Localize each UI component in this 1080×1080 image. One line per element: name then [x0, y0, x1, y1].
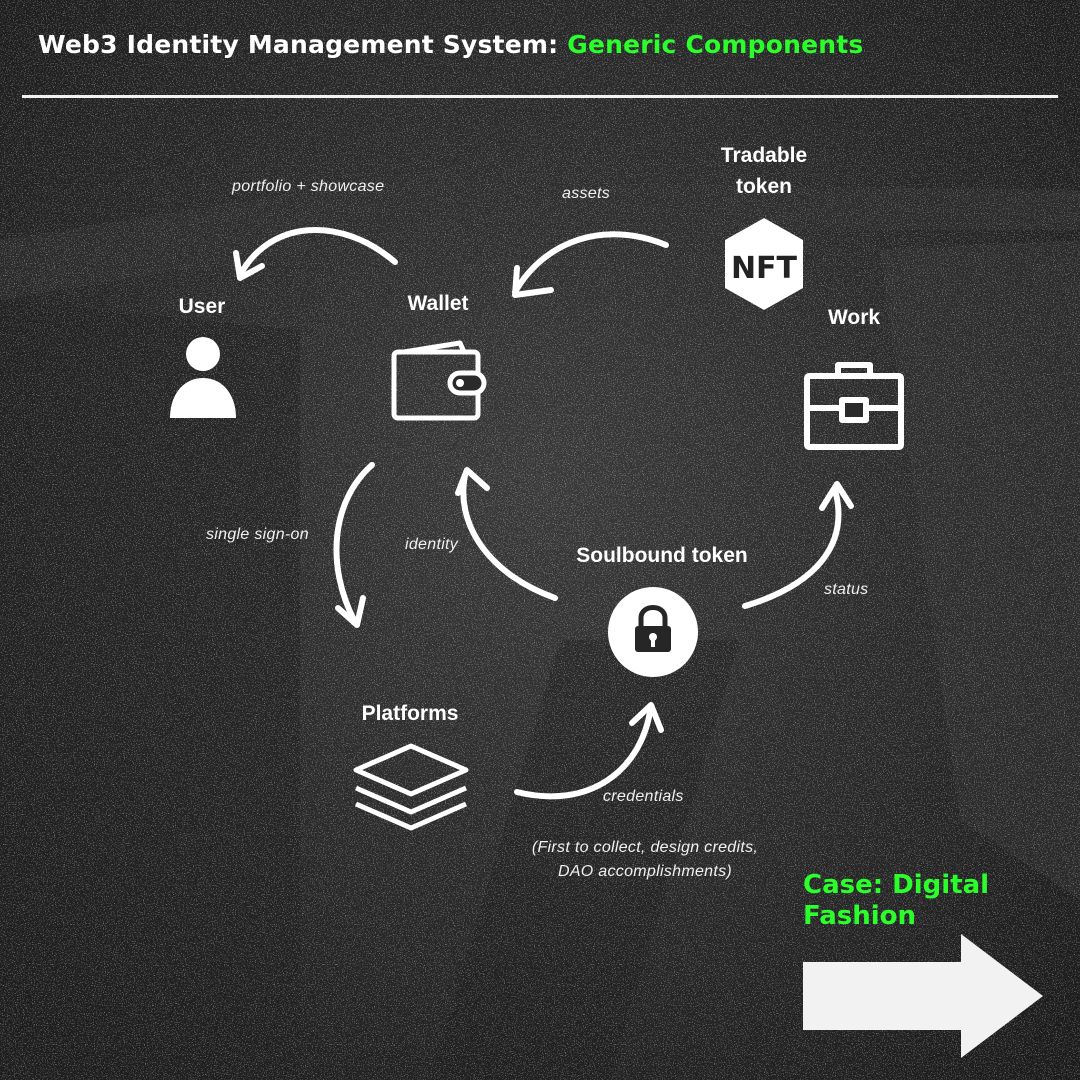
title-main: Web3 Identity Management System:: [38, 30, 559, 59]
arrow-assets: [512, 231, 669, 298]
layers-icon: [353, 743, 469, 831]
title-accent: Generic Components: [567, 30, 864, 59]
briefcase-icon: [804, 362, 904, 450]
arrow-single-sign-on: [333, 462, 375, 628]
arrow-identity: [455, 467, 558, 601]
tradable-token-label-line2: token: [735, 175, 792, 198]
tradable-token-label-line1: Tradable: [720, 144, 808, 167]
edge-label-status: status: [824, 581, 869, 598]
edge-label-single-sign-on: single sign-on: [206, 526, 309, 543]
wallet-icon: [391, 340, 487, 421]
page-title: Web3 Identity Management System: Generic…: [38, 30, 864, 59]
edge-label-portfolio: portfolio + showcase: [232, 178, 385, 195]
credentials-note-line2: DAO accomplishments): [557, 863, 733, 880]
credentials-note: (First to collect, design credits, DAO a…: [510, 836, 780, 884]
case-link-line2: Fashion: [803, 901, 917, 931]
wallet-label: Wallet: [407, 292, 469, 315]
edge-label-credentials: credentials: [603, 788, 684, 805]
title-divider: [22, 95, 1058, 98]
next-arrow-icon[interactable]: [803, 934, 1045, 1058]
edge-label-identity: identity: [405, 536, 459, 553]
arrow-status: [742, 481, 854, 609]
tradable-token-label: Tradable token: [700, 140, 828, 202]
nft-icon: NFT: [725, 218, 803, 310]
case-link[interactable]: Case: Digital Fashion: [803, 870, 1063, 932]
edge-label-assets: assets: [562, 185, 611, 202]
soulbound-token-label: Soulbound token: [576, 544, 748, 567]
arrow-credentials: [514, 702, 664, 800]
nft-icon-text: NFT: [731, 251, 798, 286]
arrow-portfolio: [233, 226, 398, 281]
lock-icon: [608, 587, 698, 677]
work-label: Work: [827, 306, 881, 329]
credentials-note-line1: (First to collect, design credits,: [531, 839, 759, 856]
platforms-label: Platforms: [361, 702, 459, 725]
case-link-line1: Case: Digital: [803, 870, 990, 900]
user-label: User: [178, 295, 226, 318]
user-icon: [170, 337, 236, 418]
